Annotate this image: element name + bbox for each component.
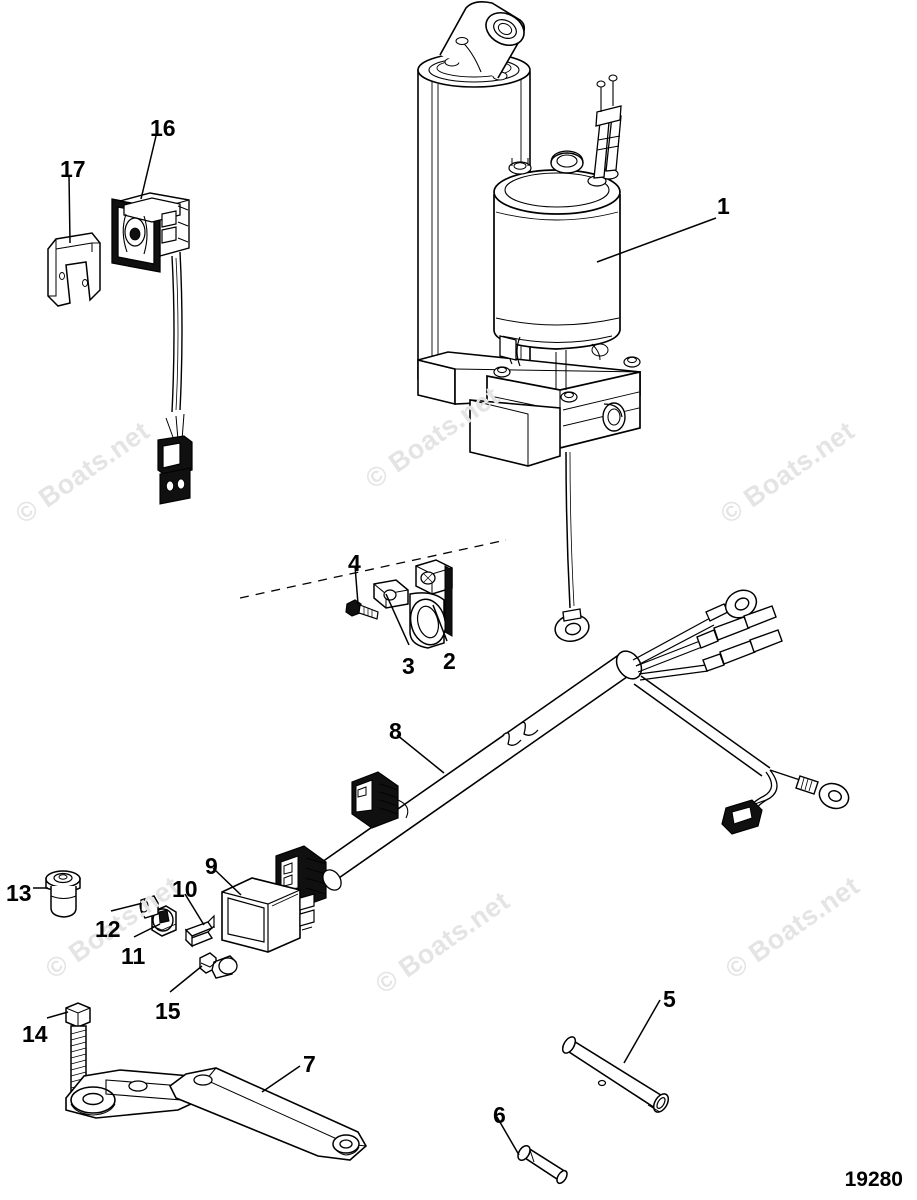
leader-line-12 bbox=[110, 902, 144, 912]
leader-line-6 bbox=[496, 1116, 520, 1156]
callout-11: 11 bbox=[121, 943, 146, 969]
leader-line-8 bbox=[396, 734, 445, 774]
leader-line-5 bbox=[623, 999, 661, 1064]
leader-line-11 bbox=[133, 923, 161, 938]
callout-13: 13 bbox=[6, 880, 32, 906]
part-7-mounting-bracket bbox=[65, 1067, 368, 1161]
leader-line-15 bbox=[169, 965, 203, 993]
leader-line-1 bbox=[596, 217, 717, 263]
leader-line-17 bbox=[68, 174, 71, 244]
part-9-relay bbox=[221, 877, 315, 953]
part-1-trim-pump-motor-assembly bbox=[417, 1, 641, 642]
leader-line-7 bbox=[261, 1065, 301, 1093]
callout-6: 6 bbox=[493, 1102, 506, 1128]
part-15-screw bbox=[199, 952, 238, 979]
callout-4: 4 bbox=[348, 550, 361, 576]
figure-number: 19280 bbox=[844, 1168, 903, 1191]
callout-15: 15 bbox=[155, 998, 181, 1024]
part-8-wiring-harness bbox=[275, 589, 850, 909]
callout-17: 17 bbox=[60, 156, 86, 182]
part-6-pivot-pin-small bbox=[517, 1144, 568, 1185]
callout-14: 14 bbox=[22, 1021, 48, 1047]
leader-line-4 bbox=[354, 565, 359, 605]
callout-5: 5 bbox=[663, 986, 676, 1012]
callout-3: 3 bbox=[402, 653, 415, 679]
leader-line-16 bbox=[140, 135, 157, 200]
harness-connector-upper bbox=[351, 771, 409, 829]
part-2-hose-clamp bbox=[239, 539, 507, 649]
pump-housing bbox=[417, 335, 641, 467]
leader-line-2 bbox=[432, 604, 448, 642]
callout-leader-lines bbox=[33, 135, 717, 1156]
part-13-rubber-bushing bbox=[45, 870, 81, 918]
part-5-pivot-pin-large bbox=[561, 1036, 670, 1113]
callout-7: 7 bbox=[303, 1051, 316, 1077]
pump-ground-lead bbox=[554, 451, 590, 642]
callout-10: 10 bbox=[172, 876, 198, 902]
callout-12: 12 bbox=[95, 916, 121, 942]
leader-line-9 bbox=[212, 867, 242, 896]
callout-9: 9 bbox=[205, 853, 218, 879]
part-10-relay-retainer-clip bbox=[184, 914, 215, 948]
part-17-switch-retainer-clip bbox=[47, 232, 101, 307]
part-16-trim-switch-assembly bbox=[111, 192, 193, 505]
callout-2: 2 bbox=[443, 648, 456, 674]
callout-8: 8 bbox=[389, 718, 402, 744]
callout-1: 1 bbox=[717, 193, 730, 219]
leader-line-10 bbox=[184, 893, 205, 926]
motor-terminal-leads bbox=[587, 74, 622, 187]
callout-16: 16 bbox=[150, 115, 176, 141]
part-4-screw bbox=[345, 599, 379, 620]
leader-line-14 bbox=[46, 1011, 69, 1019]
leader-line-3 bbox=[385, 593, 410, 646]
electric-motor bbox=[493, 74, 622, 350]
part-12-spacer-sleeve bbox=[139, 895, 159, 919]
